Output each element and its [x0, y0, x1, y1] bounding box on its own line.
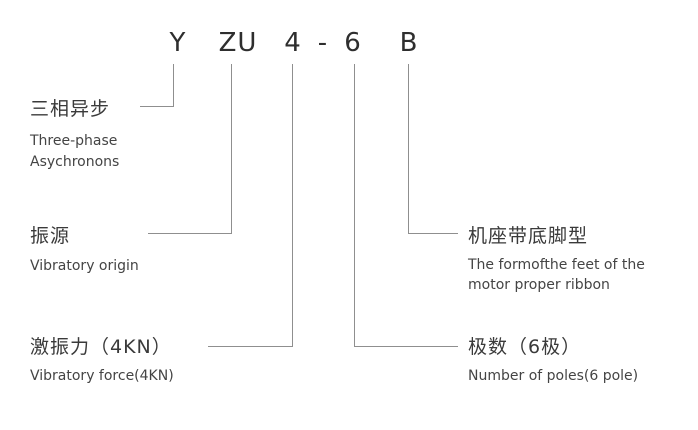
connector-suffix-vertical [408, 64, 409, 233]
label-vibratory-origin-en: Vibratory origin [30, 258, 139, 274]
label-vibratory-force-cn: 激振力（4KN） [30, 336, 172, 358]
label-vibratory-origin-cn: 振源 [30, 225, 71, 247]
label-foot-type-cn: 机座带底脚型 [468, 225, 589, 247]
connector-suffix-horizontal [408, 233, 458, 234]
connector-force-vertical [292, 64, 293, 346]
code-char-series: ZU [218, 28, 258, 58]
label-three-phase-cn: 三相异步 [30, 98, 111, 120]
label-three-phase-en-line1: Three-phase [30, 133, 118, 149]
connector-poles-vertical [354, 64, 355, 346]
label-vibratory-force-en: Vibratory force(4KN) [30, 368, 174, 384]
code-char-prefix: Y [169, 28, 187, 58]
label-foot-type-en-line2: motor proper ribbon [468, 277, 610, 293]
label-three-phase-en-line2: Asychronons [30, 154, 120, 170]
connector-series-horizontal [148, 233, 232, 234]
connector-series-vertical [231, 64, 232, 233]
code-char-force: 4 [284, 28, 302, 58]
label-poles-en: Number of poles(6 pole) [468, 368, 639, 384]
connector-poles-horizontal [354, 346, 458, 347]
label-poles-cn: 极数（6极） [468, 336, 582, 358]
connector-prefix-vertical [173, 64, 174, 106]
code-char-separator: - [317, 28, 329, 58]
code-char-suffix: B [399, 28, 419, 58]
label-foot-type-en-line1: The formofthe feet of the [468, 257, 645, 273]
connector-force-horizontal [208, 346, 293, 347]
code-char-poles: 6 [344, 28, 362, 58]
connector-prefix-horizontal [140, 106, 174, 107]
